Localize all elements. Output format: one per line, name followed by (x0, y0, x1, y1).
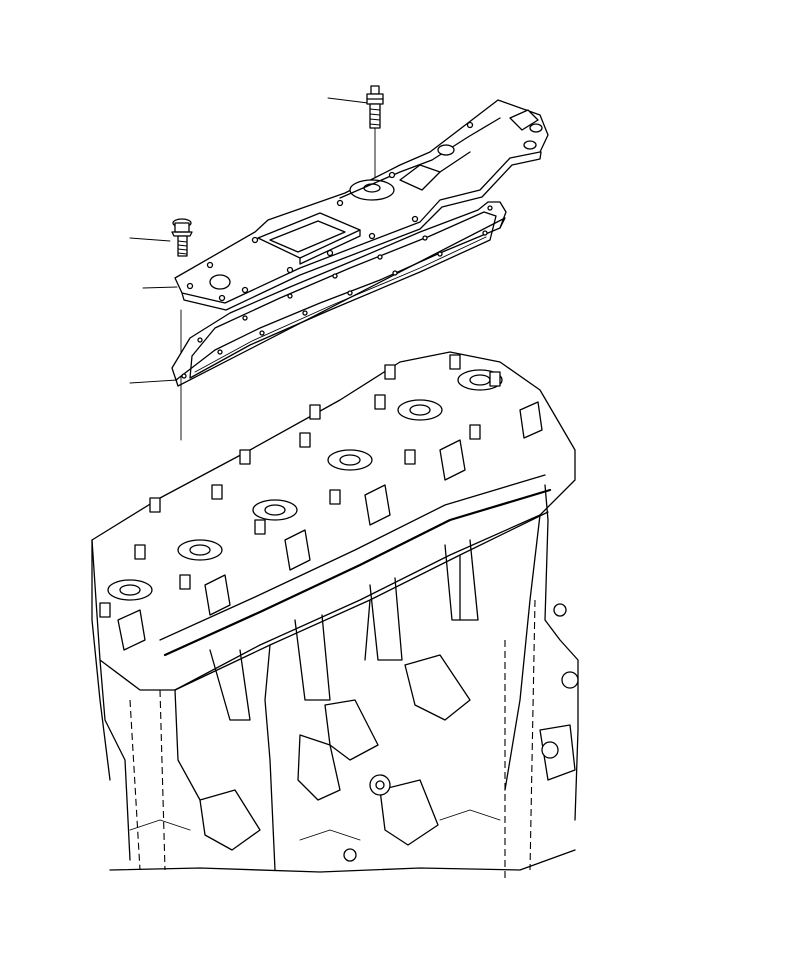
sensor-icon (366, 85, 384, 129)
leader-bolt (129, 237, 171, 242)
head-bolts (99, 354, 501, 618)
cover-bolt-holes (186, 121, 474, 302)
leader-sensor (327, 97, 369, 104)
leader-cover (142, 286, 178, 289)
bolt-icon (171, 218, 193, 257)
gasket-icon (171, 201, 507, 387)
engine-block-icon (91, 351, 579, 880)
rocker-bosses (107, 369, 503, 601)
cover-plate-icon (174, 99, 549, 311)
leader-gasket (129, 379, 178, 384)
injector-clamps (117, 401, 543, 651)
block-ports (199, 539, 576, 851)
gasket-bolt-holes (181, 205, 493, 379)
main-bearing-bosses (343, 603, 579, 862)
